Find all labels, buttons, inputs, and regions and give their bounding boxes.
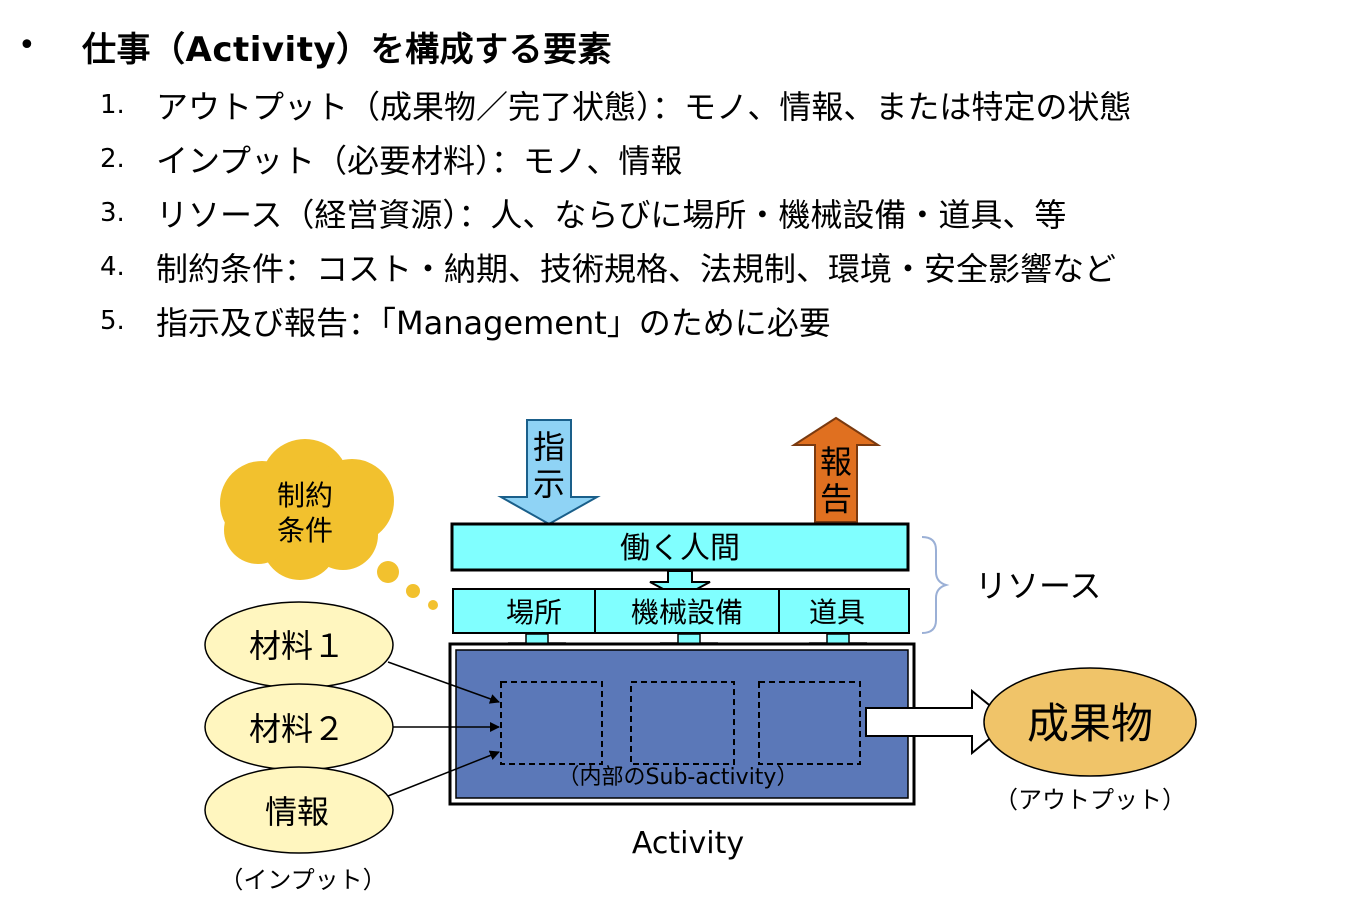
- input-label-3: 情報: [265, 793, 329, 831]
- sub-activity-boxes: [500, 681, 861, 765]
- list-item: 3. リソース（経営資源）：人、ならびに場所・機械設備・道具、等: [100, 186, 1131, 240]
- resource-machinery: 機械設備: [631, 596, 743, 629]
- resource-label: リソース: [975, 567, 1101, 605]
- output-label: 成果物: [1027, 699, 1153, 748]
- resource-row: [452, 588, 910, 634]
- list-item: 5. 指示及び報告：「Management」のために必要: [100, 294, 1131, 348]
- report-arrow: [790, 416, 882, 523]
- constraint-label-1: 制約: [277, 479, 333, 512]
- list-number: 5.: [100, 306, 125, 336]
- report-label-1: 報: [820, 443, 852, 481]
- list-number: 2.: [100, 144, 125, 174]
- people-bar: [450, 522, 910, 572]
- list-text: リソース（経営資源）：人、ならびに場所・機械設備・道具、等: [156, 196, 1067, 234]
- instruction-label-2: 示: [533, 465, 565, 503]
- resource-bracket: [921, 536, 950, 634]
- heading-bullet: •: [18, 28, 36, 63]
- resource-tools: 道具: [809, 596, 865, 629]
- input-caption: （インプット）: [219, 866, 386, 894]
- input-ellipse-3: [204, 766, 394, 854]
- list-text: 制約条件：コスト・納期、技術規格、法規制、環境・安全影響など: [156, 250, 1117, 288]
- page-title: 仕事（Activity）を構成する要素: [82, 30, 613, 70]
- constraint-cloud: [220, 439, 438, 610]
- list-number: 4.: [100, 252, 125, 282]
- list-text: インプット（必要材料）：モノ、情報: [156, 142, 683, 180]
- output-ellipse: [983, 667, 1197, 777]
- instruction-label-1: 指: [533, 428, 565, 466]
- input-label-2: 材料２: [249, 710, 345, 748]
- element-list: 1. アウトプット（成果物／完了状態）：モノ、情報、または特定の状態 2. インプッ…: [100, 78, 1131, 348]
- output-caption: （アウトプット）: [994, 786, 1186, 814]
- constraint-label-2: 条件: [277, 514, 333, 547]
- input-label-1: 材料１: [249, 627, 345, 665]
- cloud-shape: [220, 439, 394, 580]
- list-text: アウトプット（成果物／完了状態）：モノ、情報、または特定の状態: [156, 88, 1132, 126]
- list-item: 4. 制約条件：コスト・納期、技術規格、法規制、環境・安全影響など: [100, 240, 1131, 294]
- resource-place: 場所: [506, 596, 562, 629]
- activity-box: [448, 642, 916, 806]
- list-item: 1. アウトプット（成果物／完了状態）：モノ、情報、または特定の状態: [100, 78, 1131, 132]
- sub-activity-caption: （内部のSub-activity）: [558, 765, 799, 790]
- list-number: 1.: [100, 90, 125, 120]
- report-label-2: 告: [820, 480, 852, 518]
- activity-label: Activity: [632, 826, 744, 861]
- list-number: 3.: [100, 198, 125, 228]
- list-text: 指示及び報告：「Management」のために必要: [156, 304, 831, 342]
- list-item: 2. インプット（必要材料）：モノ、情報: [100, 132, 1131, 186]
- people-label: 働く人間: [620, 531, 740, 566]
- instruction-arrow: [497, 419, 601, 526]
- input-arrows: [387, 661, 500, 797]
